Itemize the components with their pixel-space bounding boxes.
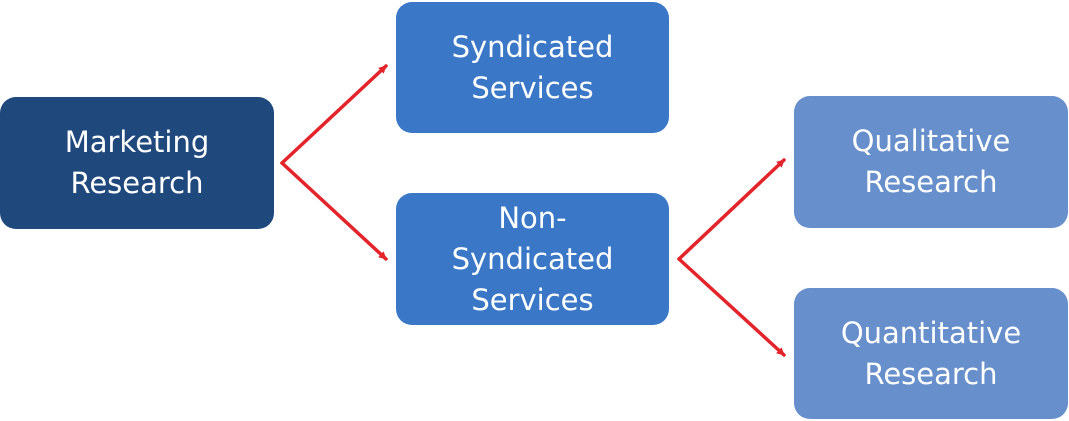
- arrow-root-to-syndicated: [280, 64, 388, 165]
- node-qualitative-research: Qualitative Research: [794, 96, 1068, 228]
- node-non-syndicated-services: Non- Syndicated Services: [396, 193, 669, 325]
- arrow-root-to-non-syndicated: [280, 161, 388, 261]
- node-syndicated-services: Syndicated Services: [396, 2, 669, 133]
- arrow-non-syndicated-to-quantitative: [677, 257, 786, 357]
- node-quantitative-research: Quantitative Research: [794, 288, 1068, 419]
- node-label: Syndicated Services: [451, 29, 614, 105]
- node-label: Quantitative Research: [840, 315, 1022, 391]
- node-label: Non- Syndicated Services: [451, 200, 614, 317]
- node-marketing-research: Marketing Research: [0, 97, 274, 229]
- node-label: Qualitative Research: [851, 124, 1011, 199]
- node-label: Marketing Research: [64, 125, 210, 200]
- arrow-non-syndicated-to-qualitative: [677, 158, 786, 261]
